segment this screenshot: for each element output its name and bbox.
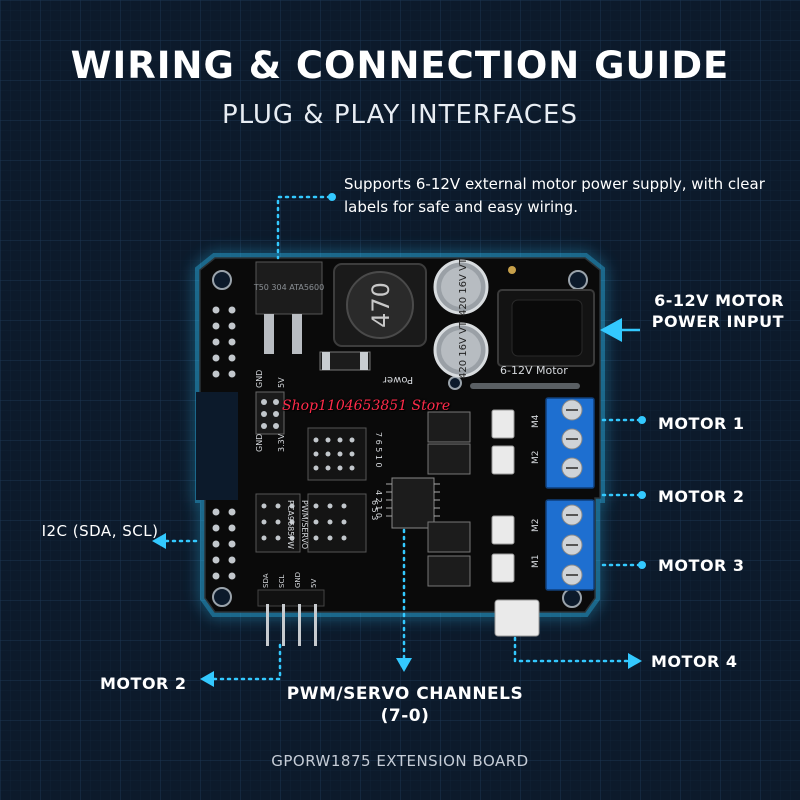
pwm-controller-chip [391,477,435,529]
screw-terminal-top [545,397,595,489]
screw-terminal-bottom [545,499,595,591]
silk-m1: M4 [531,414,541,428]
motor-driver-chip-1 [427,411,471,443]
silk-pin-5v: 5V [310,579,318,588]
voltage-regulator [255,261,323,315]
mounting-hole-tl [212,270,232,290]
silk-5v: 5V [277,377,286,388]
silk-pca: PCA9685PW [286,500,295,549]
silk-row-low: 6 5 3 [370,500,379,520]
silk-row-mid: 4 2 1 0 [374,490,383,518]
store-watermark: Shop1104653851 Store [282,398,451,414]
left-header-bottom [212,508,236,580]
jst-connectors [491,409,540,637]
arrow-i2c [152,533,166,549]
silk-pin-gnd: GND [294,572,302,588]
mounting-hole-bl [212,587,232,607]
label-motor-4: MOTOR 4 [651,652,738,671]
silk-m3: M2 [531,519,541,533]
arrow-pwm [396,658,412,672]
silk-3v3: 3.3V [277,433,286,452]
power-jumper [255,391,285,435]
silk-row-top: 7 6 5 1 0 [374,432,383,468]
label-motor-2-right: MOTOR 2 [658,487,745,506]
arrow-motor2-left [200,671,214,687]
mounting-hole-tr [568,270,588,290]
label-motor-1: MOTOR 1 [658,414,745,433]
motor-silk: 6-12V Motor [500,364,568,377]
label-power-input: 6-12V MOTOR POWER INPUT [651,291,784,331]
i2c-pin-header [257,589,325,646]
mounting-hole-br [562,588,582,608]
silk-pwm: PWM/SERVO [300,500,309,549]
page-subtitle: PLUG & PLAY INTERFACES [221,100,578,130]
label-motor-2-left: MOTOR 2 [100,674,187,693]
power-note: Supports 6-12V external motor power supp… [344,175,765,216]
label-i2c: I2C (SDA, SCL) [41,522,159,540]
footer-caption: GPORW1875 EXTENSION BOARD [271,752,529,770]
silk-pin-sda: SDA [262,573,270,588]
silk-m2-top: M2 [531,451,541,465]
arrow-power [600,318,622,342]
silk-gnd-bottom: GND [255,434,264,452]
silk-m1-bottom: M1 [531,555,541,569]
board-notch [196,392,238,500]
power-silk: Power [382,374,413,385]
motor-driver-chip-4 [427,555,471,587]
capacitor-2-label: 420 16V VT [458,320,469,379]
arrow-motor4 [628,653,642,669]
page-title: WIRING & CONNECTION GUIDE [70,44,730,87]
capacitor-1-label: 420 16V VT [458,257,469,316]
inductor-label: 470 [367,282,395,328]
motor-driver-chip-2 [427,443,471,475]
silk-pin-scl: SCL [278,575,286,588]
silk-gnd-top: GND [255,370,264,388]
callout-dot [328,193,336,201]
label-pwm-servo: PWM/SERVO CHANNELS (7-0) [286,684,524,726]
regulator-marking: T50 304 ATA5600 [253,283,324,292]
motor-driver-chip-3 [427,521,471,553]
mounting-hole-ml [448,376,462,390]
label-motor-3: MOTOR 3 [658,556,745,575]
left-header-top [212,306,236,378]
